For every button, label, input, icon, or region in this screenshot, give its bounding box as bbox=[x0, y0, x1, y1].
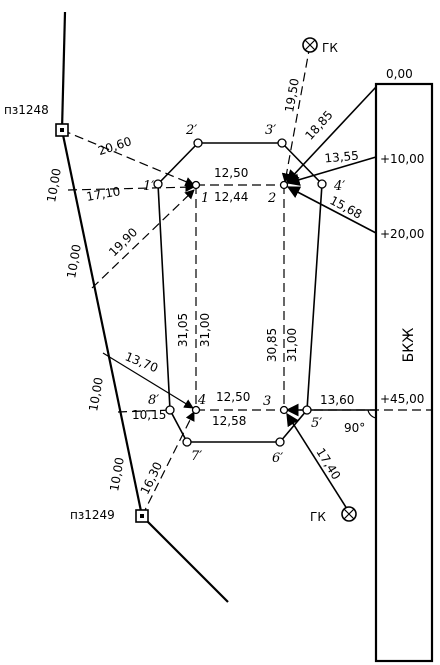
control-point-bottom bbox=[341, 506, 357, 522]
dim-bldg-to-2-b: 13,55 bbox=[324, 149, 359, 166]
dim-right-b: 31,00 bbox=[285, 328, 299, 362]
angle-label: 90° bbox=[344, 421, 365, 435]
chainage-0: 0,00 bbox=[386, 67, 413, 81]
dim-diag-19-90: 19,90 bbox=[106, 225, 140, 259]
traverse-line bbox=[60, 11, 229, 603]
dim-left-b: 31,00 bbox=[198, 313, 212, 347]
chainage-45: +45,00 bbox=[380, 392, 424, 406]
point-8s-label: 8′ bbox=[148, 393, 159, 408]
dim-base-lower-a: 10,00 bbox=[86, 376, 106, 412]
dim-base-middle: 10,00 bbox=[64, 243, 84, 279]
station-top-marker bbox=[55, 123, 69, 137]
dim-base-lower-b: 10,00 bbox=[107, 456, 127, 492]
dim-bldg-to-3: 13,60 bbox=[320, 393, 354, 407]
dim-base-upper: 10,00 bbox=[44, 167, 64, 203]
point-4s-label: 4′ bbox=[333, 179, 345, 194]
station-bottom-marker bbox=[135, 509, 149, 523]
control-point-top-label: ГК bbox=[322, 41, 338, 55]
dim-bottom-measured: 12,58 bbox=[212, 414, 246, 428]
dim-to-8s: 10,15 bbox=[132, 408, 166, 422]
point-6s-label: 6′ bbox=[272, 451, 283, 466]
chainage-10: +10,00 bbox=[380, 152, 424, 166]
dim-top-measured: 12,44 bbox=[214, 190, 248, 204]
point-5s-label: 5′ bbox=[311, 416, 322, 431]
point-4-label: 4 bbox=[197, 393, 206, 408]
dim-right-a: 30,85 bbox=[265, 328, 279, 362]
dim-to-4: 13,70 bbox=[123, 349, 160, 375]
dim-gk-top: 19,50 bbox=[282, 77, 302, 113]
station-bottom-label: пз1249 bbox=[70, 508, 115, 522]
point-7s-label: 7′ bbox=[191, 449, 202, 464]
dim-top-design: 12,50 bbox=[214, 166, 248, 180]
dim-bottom-design: 12,50 bbox=[216, 390, 250, 404]
point-2s-label: 2′ bbox=[185, 123, 197, 138]
chainage-20: +20,00 bbox=[380, 227, 424, 241]
vertex-markers bbox=[153, 138, 327, 447]
point-1-label: 1 bbox=[201, 191, 209, 206]
solid-rays bbox=[102, 86, 377, 513]
dim-left-a: 31,05 bbox=[176, 313, 190, 347]
dim-st-top-to-2s: 20,60 bbox=[96, 134, 133, 158]
dim-bldg-to-2-a: 18,85 bbox=[302, 108, 335, 143]
control-point-bottom-label: ГК bbox=[310, 510, 326, 524]
axes bbox=[195, 184, 285, 411]
dim-st-top-to-1: 17,10 bbox=[85, 184, 121, 204]
building-name: БКЖ bbox=[401, 328, 417, 363]
point-3s-label: 3′ bbox=[265, 123, 276, 138]
station-top-label: пз1248 bbox=[4, 103, 49, 117]
right-angle-arc bbox=[367, 409, 377, 419]
building: БКЖ bbox=[374, 82, 434, 663]
point-2-label: 2 bbox=[267, 191, 276, 206]
point-3-label: 3 bbox=[263, 394, 271, 409]
control-point-top bbox=[302, 37, 318, 53]
point-1s-label: 1′ bbox=[143, 179, 154, 194]
